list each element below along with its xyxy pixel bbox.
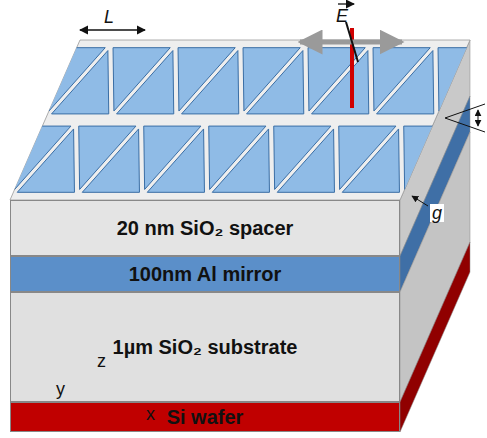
- triangle-antenna: [377, 51, 434, 114]
- triangle-antenna: [442, 51, 487, 114]
- layer-label: 20 nm SiO₂ spacer: [117, 217, 294, 240]
- label: z: [97, 352, 106, 370]
- top-face: [0, 40, 487, 200]
- triangle-antenna: [312, 51, 369, 114]
- layer-band: Si wafer: [10, 402, 400, 432]
- triangle-antenna: [182, 51, 239, 114]
- layer-band: 1µm SiO₂ substrate: [10, 292, 400, 402]
- triangle-antenna: [407, 129, 464, 192]
- layer-band: 20 nm SiO₂ spacer: [10, 200, 400, 256]
- triangle-antenna: [82, 129, 139, 192]
- side-band: [400, 242, 470, 432]
- layer-label: 1µm SiO₂ substrate: [113, 336, 298, 359]
- triangle-antenna: [342, 129, 399, 192]
- triangle-antenna: [52, 51, 109, 114]
- angle-arrow: [478, 110, 479, 126]
- triangle-antenna: [438, 48, 487, 111]
- triangle-antenna: [247, 51, 304, 114]
- triangle-antenna: [277, 129, 334, 192]
- layer-label: 100nm Al mirror: [129, 263, 282, 286]
- label: x: [146, 405, 155, 423]
- triangle-antenna: [147, 129, 204, 192]
- label: g: [430, 204, 444, 222]
- angle-line: [445, 104, 485, 118]
- triangle-antenna: [17, 129, 74, 192]
- layer-band: 100nm Al mirror: [10, 256, 400, 292]
- dimension-arrow: [80, 29, 145, 30]
- label: E: [336, 7, 348, 25]
- vector-overarrow: [338, 3, 354, 4]
- label: y: [56, 380, 65, 398]
- layer-label: Si wafer: [167, 406, 244, 429]
- triangle-antenna: [404, 126, 461, 189]
- field-vector: [346, 22, 358, 62]
- triangle-antenna: [472, 129, 487, 192]
- spacer-top: [10, 40, 470, 200]
- triangle-antenna: [212, 129, 269, 192]
- triangle-antenna: [0, 129, 9, 192]
- triangle-antenna: [0, 51, 44, 114]
- label: L: [104, 8, 114, 26]
- gap-arrow: [412, 196, 428, 206]
- angle-line: [445, 118, 485, 132]
- triangle-antenna: [469, 126, 487, 189]
- triangle-antenna: [117, 51, 174, 114]
